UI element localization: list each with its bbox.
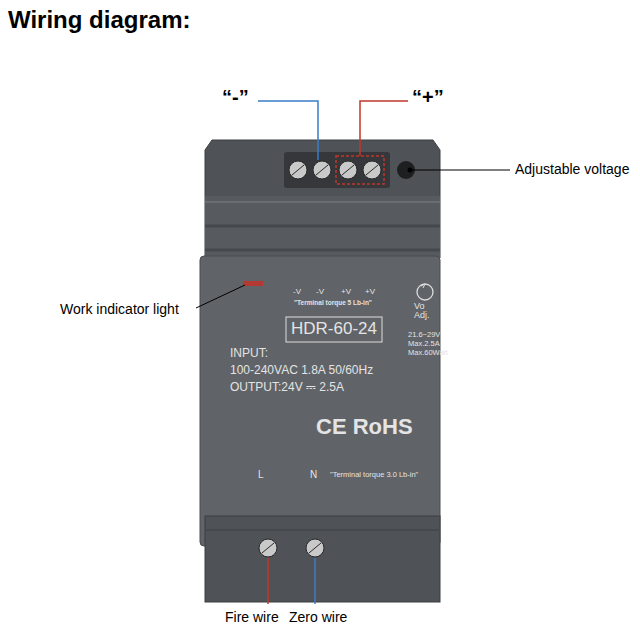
terminal-name: +V	[365, 287, 375, 296]
output-rating: OUTPUT:24V ⎓ 2.5A	[230, 381, 344, 395]
torque-note: "Terminal torque 3.0 Lb-in"	[330, 471, 418, 480]
terminal-recess	[284, 152, 390, 188]
terminal-name: -V	[316, 287, 324, 296]
rib-area	[205, 196, 440, 258]
adjust-leader	[410, 170, 510, 171]
adjust-knob-symbol	[417, 284, 433, 300]
input-spec: 100-240VAC 1.8A 50/60Hz	[230, 364, 373, 378]
top-module	[205, 140, 440, 258]
zero-leader	[314, 558, 316, 604]
indicator-leader	[196, 285, 245, 308]
plus-bracket	[336, 156, 384, 184]
terminal-screws	[289, 161, 381, 179]
indicator-led	[243, 281, 263, 286]
callout-label: Work indicator light	[60, 301, 179, 317]
front-panel	[200, 256, 440, 546]
model-frame	[286, 317, 382, 342]
rib	[205, 249, 440, 252]
torque-note: "Terminal torque 5 Lb-in"	[294, 299, 372, 306]
knob-arrow	[421, 284, 425, 288]
polarity-mark: “+”	[412, 86, 444, 109]
cert-mark: CE RoHS	[316, 414, 413, 439]
polarity-mark: “-”	[222, 86, 249, 109]
minus-leader	[258, 101, 318, 160]
input-screws	[259, 539, 324, 557]
title: Wiring diagram:	[8, 6, 190, 34]
rib	[205, 529, 440, 531]
terminal-name: L	[258, 469, 264, 481]
model-name: HDR-60-24	[291, 319, 377, 339]
terminal-name: N	[310, 469, 317, 481]
output-spec: 21.6~29V Max.2.5A Max.60Watt	[408, 330, 450, 357]
callout-label: Adjustable voltage	[515, 161, 629, 177]
terminal-name: +V	[341, 287, 351, 296]
bottom-module	[205, 516, 440, 602]
rib	[205, 225, 440, 228]
terminal-name: -V	[293, 287, 301, 296]
callout-label: Zero wire	[289, 609, 347, 625]
plus-leader	[360, 101, 408, 156]
rib	[205, 201, 440, 203]
adjust-label: Vo Adj.	[414, 302, 440, 321]
fire-leader	[267, 558, 269, 604]
callout-label: Fire wire	[225, 609, 279, 625]
input-label: INPUT:	[230, 347, 268, 361]
